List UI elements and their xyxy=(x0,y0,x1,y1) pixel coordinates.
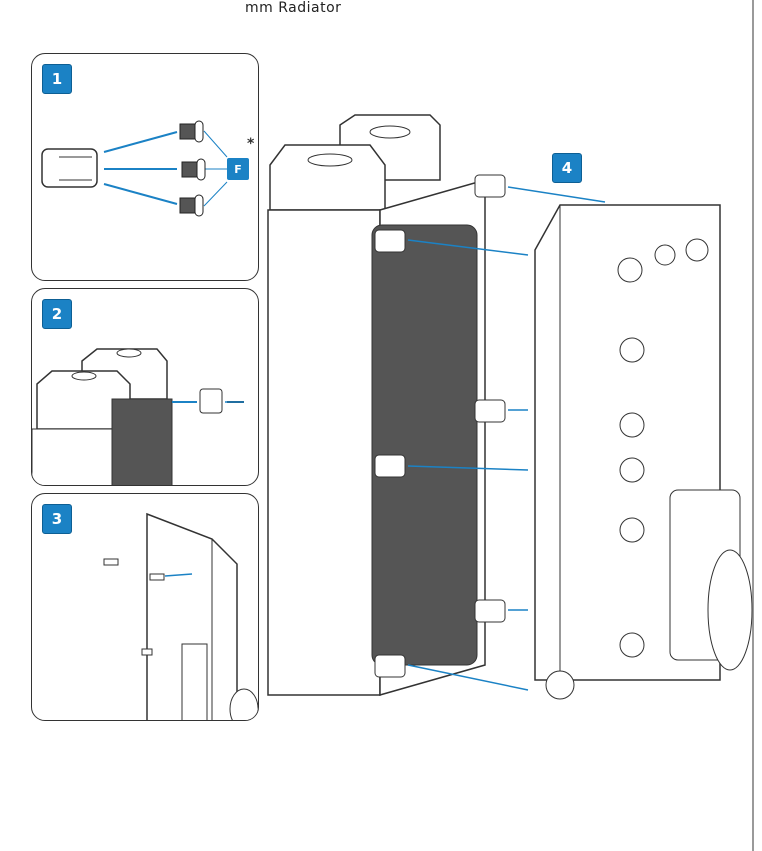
page-edge-rule xyxy=(752,0,754,851)
screw-adapter-illustration xyxy=(41,120,228,217)
step-number-badge: 2 xyxy=(42,299,72,329)
radiator-fitting-illustration xyxy=(32,348,244,485)
note-asterisk: * xyxy=(247,136,255,152)
part-f-label: F xyxy=(227,158,249,180)
step-number-badge: 1 xyxy=(42,64,72,94)
main-assembly-illustration xyxy=(267,114,753,700)
step-3-panel: 3 xyxy=(31,493,259,721)
reservoir-standoff-illustration xyxy=(103,512,258,720)
step-number-badge: 3 xyxy=(42,504,72,534)
section-title: mm Radiator xyxy=(245,0,342,16)
step-number-badge: 4 xyxy=(552,153,582,183)
step-1-panel: 1 F * xyxy=(31,53,259,281)
step-2-panel: 2 xyxy=(31,288,259,486)
